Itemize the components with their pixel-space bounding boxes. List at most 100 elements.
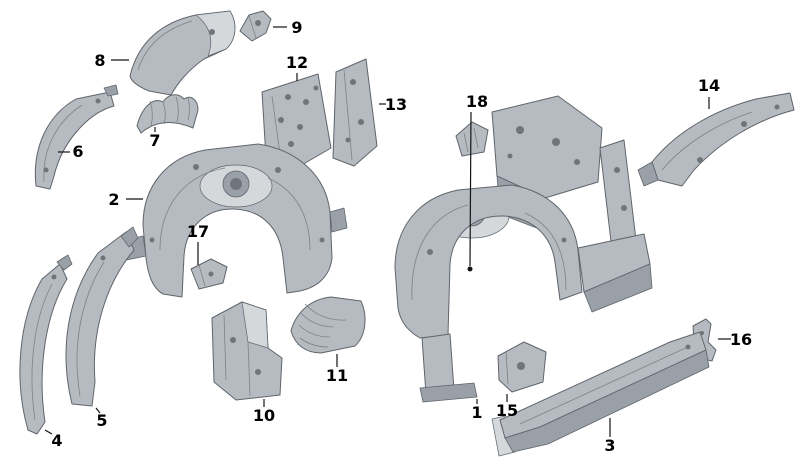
part-6-body [34,91,115,190]
part-13-plate[interactable] [332,58,378,167]
callout-7[interactable]: 7 [149,131,161,150]
bolt-hole [350,79,356,85]
bolt-hole [95,98,101,104]
detail-line [248,15,257,39]
leader-line-4 [44,429,53,435]
detail-line [223,314,251,397]
bolt-hole [574,159,580,165]
callout-14[interactable]: 14 [697,76,721,95]
callout-6[interactable]: 6 [72,142,84,161]
rib-lines [411,204,567,301]
part-2-wheelhouse[interactable] [123,143,348,298]
bolt-hole [517,362,525,370]
part-15-mount-bracket[interactable] [497,341,547,393]
part-1-rail-side [583,263,653,313]
part-1-wheelhouse-assembly[interactable] [394,95,653,403]
bolt-hole [255,20,261,26]
strut-dome-opening [230,178,242,190]
part-5-arch-strip[interactable] [65,226,139,407]
bolt-hole [149,237,155,243]
part-6-rail[interactable] [34,84,119,190]
part-2-right-tab [329,207,348,233]
part-14-upper-rail[interactable] [637,92,795,187]
bolt-hole [285,94,291,100]
bolt-hole [255,369,261,375]
callout-11[interactable]: 11 [325,366,349,385]
bolt-hole [193,164,199,170]
bolt-hole [313,85,319,91]
part-1-right-member [599,139,637,251]
bolt-hole [208,271,214,277]
callout-5[interactable]: 5 [96,411,108,430]
bolt-hole [275,167,281,173]
bolt-hole [278,117,284,123]
part-12-plate[interactable] [261,73,332,167]
rib-lines [149,96,190,127]
fold-line [505,351,509,385]
callout-13[interactable]: 13 [384,95,408,114]
fold-line [271,95,281,155]
bolt-hole [345,137,351,143]
bolt-hole [741,121,747,127]
part-1-arch [394,184,583,339]
callout-10[interactable]: 10 [252,406,276,425]
part-18-clip[interactable] [455,121,489,157]
callout-4[interactable]: 4 [51,431,63,450]
part-18-body [455,121,489,157]
callout-9[interactable]: 9 [291,18,303,37]
detail-line [661,111,753,171]
part-11-body [290,296,366,354]
part-3-longitudinal-rail[interactable] [491,331,710,457]
part-10-face [241,301,269,349]
part-13-body [332,58,378,167]
bolt-hole [303,99,309,105]
callout-8[interactable]: 8 [94,51,106,70]
part-7-reinforcement[interactable] [136,94,199,134]
detail-line [137,20,193,71]
part-14-end-tab [637,161,659,187]
fold-line [198,264,206,287]
part-6-tab [103,84,119,97]
bolt-hole [614,167,620,173]
part-4-body [19,263,68,435]
part-4-arch-strip[interactable] [19,254,73,435]
bolt-hole [51,274,57,280]
bolt-hole [358,119,364,125]
bolt-hole [230,337,236,343]
bolt-hole [288,141,294,147]
callout-15[interactable]: 15 [495,401,519,420]
callout-12[interactable]: 12 [285,53,309,72]
callout-2[interactable]: 2 [108,190,120,209]
bolt-hole [685,344,691,350]
callout-16[interactable]: 16 [729,330,753,349]
bolt-hole [561,237,567,243]
detail-line [31,283,53,421]
callout-3[interactable]: 3 [604,436,616,455]
bolt-hole [297,124,303,130]
part-5-body [65,231,135,407]
part-4-tab [56,254,73,271]
callout-1[interactable]: 1 [471,403,483,422]
callout-17[interactable]: 17 [186,222,210,241]
rib-lines [298,303,347,348]
callout-18[interactable]: 18 [465,92,489,111]
bolt-hole [516,126,524,134]
bolt-hole [100,255,106,261]
detail-line [519,345,691,425]
part-11-heat-shield[interactable] [290,296,366,354]
detail-line [43,104,83,183]
part-14-body [651,92,795,187]
part-10-support[interactable] [211,301,283,401]
leader-dot-18 [467,266,473,272]
part-7-body [136,94,199,134]
rib-lines [463,127,479,153]
part-8-bracket[interactable] [129,10,236,96]
part-9-body [239,10,272,42]
part-9-bracket[interactable] [239,10,272,42]
part-17-bracket[interactable] [190,258,228,290]
leader-lines [44,26,731,437]
part-5-flange [120,226,139,248]
rib-lines [159,167,311,251]
fold-line [343,69,353,161]
